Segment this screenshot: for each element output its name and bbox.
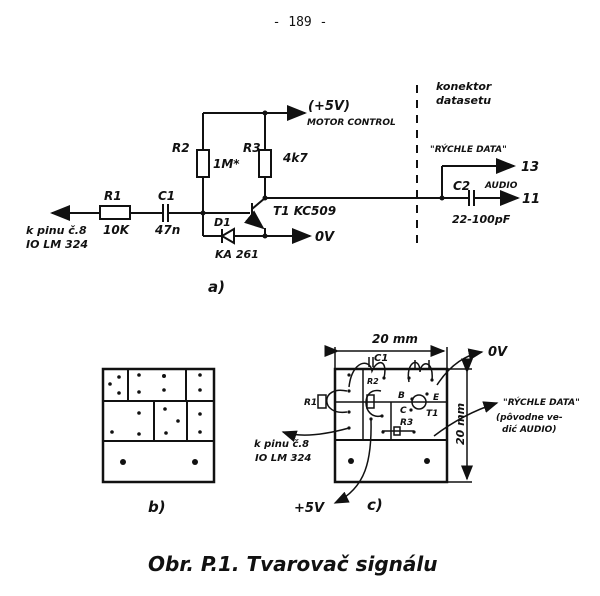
r2-name: R2 [172,141,190,155]
schematic-a: R1 10K C1 47n R2 1M* R3 4k7 T1 KC509 D1 … [26,80,540,296]
figure-b-label: b) [148,498,166,516]
resistor-r3 [258,149,272,178]
input-pcb-label-1: k pinu č.8 [254,438,309,450]
r1-name: R1 [104,189,122,203]
resistor-r1 [99,205,131,220]
pin-11-label: 11 [522,192,540,207]
r1-pcb-label: R1 [304,398,317,408]
supply-pcb-label: +5V [294,501,325,516]
page-number: - 189 - [273,15,328,30]
input-label-1: k pinu č.8 [26,224,87,237]
transistor-t1 [244,197,266,236]
resistor-r2 [196,149,210,178]
d1-value: KA 261 [215,248,259,261]
figure-caption: Obr. P.1. Tvarovač signálu [148,552,438,576]
fast-data-pcb-label: "RÝCHLE DATA" [503,396,580,408]
t1-pcb-label: T1 [426,409,438,419]
motor-control-label: MOTOR CONTROL [307,118,396,128]
diode-d1 [220,227,235,245]
r1-value: 10K [103,223,131,237]
connector-label-2: datasetu [436,94,491,107]
r3-name: R3 [243,141,261,155]
pcb-layout-c: 20 mm 20 mm C1 R1 R2 T1 B C E R3 [254,332,580,516]
r3-value: 4k7 [282,151,308,165]
r3-pcb-label: R3 [400,418,413,428]
fast-data-label: "RÝCHLE DATA" [430,143,507,155]
ground-pcb-label: 0V [488,345,508,360]
collector-label: C [400,406,407,416]
fast-data-note-2: dić AUDIO) [502,424,556,435]
input-pcb-label-2: IO LM 324 [255,453,311,464]
emitter-label: E [433,393,440,403]
c1-pcb-label: C1 [374,353,388,364]
fast-data-note-1: (pôvodne ve- [496,412,563,423]
height-dimension: 20 mm [454,403,467,445]
c2-value: 22-100pF [452,213,511,226]
ground-label: 0V [315,230,335,245]
c1-value: 47n [154,223,180,237]
pin-13-label: 13 [521,160,539,175]
d1-name: D1 [214,216,231,229]
figure-c-label: c) [367,496,383,514]
supply-label: (+5V) [308,99,350,114]
connector-label-1: konektor [436,80,492,93]
base-label: B [398,391,405,401]
r2-pcb-label: R2 [367,377,379,386]
figure-a-label: a) [208,278,225,296]
c2-name: C2 [453,179,470,193]
capacitor-c1 [162,204,169,222]
r2-value: 1M* [213,157,240,171]
width-dimension: 20 mm [372,332,418,346]
c1-name: C1 [158,189,175,203]
pcb-layout-b: b) [101,367,216,516]
t1-name: T1 KC509 [273,204,336,218]
input-label-2: IO LM 324 [26,238,88,251]
audio-label: AUDIO [484,181,518,191]
